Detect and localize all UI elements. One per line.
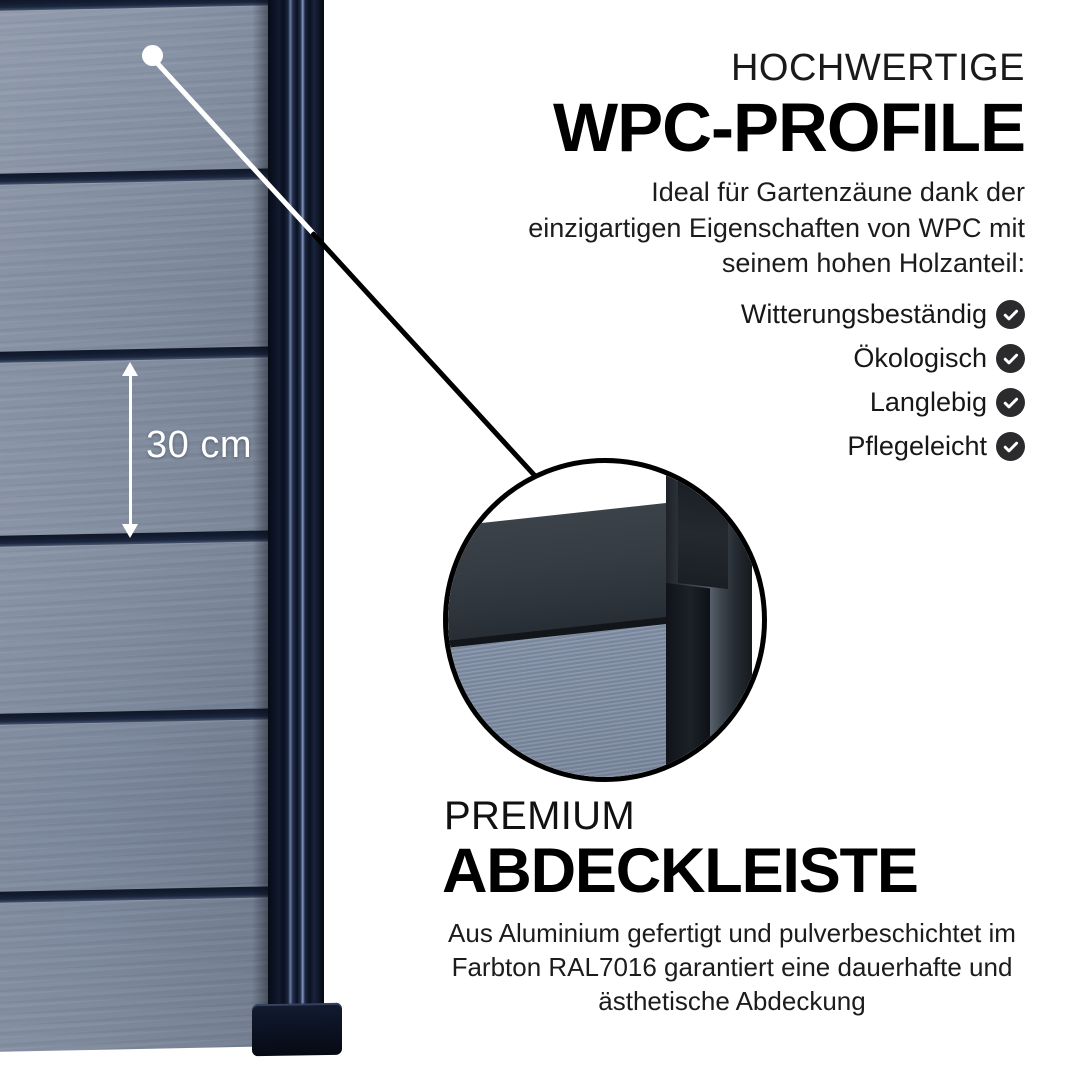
dimension-label: 30 cm — [146, 424, 252, 466]
feature-item-durable: Langlebig — [600, 388, 1025, 417]
feature-item-weather-resistant: Witterungsbeständig — [600, 300, 1025, 329]
dimension-arrow — [120, 362, 140, 538]
product-photo: 30 cm — [0, 0, 400, 1080]
post-body — [268, 0, 324, 1011]
top-subtext: Ideal für Gartenzäune dank der einzigart… — [528, 177, 1025, 278]
bottom-headline: ABDECKLEISTE — [442, 836, 919, 906]
check-circle-icon — [996, 388, 1025, 417]
arrow-head-up-icon — [122, 362, 138, 376]
bottom-eyebrow: PREMIUM — [444, 794, 635, 838]
bottom-subtext: Aus Aluminium gefertigt und pulverbeschi… — [448, 917, 1016, 1017]
feature-label: Langlebig — [869, 387, 987, 417]
top-headline: WPC-PROFILE — [553, 89, 1026, 167]
arrow-shaft — [129, 370, 132, 530]
top-eyebrow: HOCHWERTIGE — [730, 47, 1025, 89]
magnifier-contents — [448, 463, 762, 777]
feature-label: Witterungsbeständig — [740, 299, 987, 329]
check-circle-icon — [996, 344, 1025, 373]
feature-label: Pflegeleicht — [847, 431, 987, 461]
feature-label: Ökologisch — [853, 343, 987, 373]
feature-item-ecological: Ökologisch — [600, 344, 1025, 373]
feature-list: Witterungsbeständig Ökologisch Langlebig… — [600, 300, 1025, 476]
bottom-text-block: PREMIUM ABDECKLEISTE Aus Aluminium gefer… — [437, 795, 1027, 1018]
post-base-plate — [252, 1002, 342, 1057]
arrow-head-down-icon — [122, 524, 138, 538]
top-text-block: HOCHWERTIGE WPC-PROFILE Ideal für Garten… — [520, 47, 1026, 281]
check-circle-icon — [996, 432, 1025, 461]
feature-item-easy-care: Pflegeleicht — [600, 432, 1025, 461]
check-circle-icon — [996, 300, 1025, 329]
magnifier-detail-circle — [443, 458, 767, 782]
detail-post-front-face — [666, 583, 710, 777]
aluminium-post — [252, 0, 342, 1057]
